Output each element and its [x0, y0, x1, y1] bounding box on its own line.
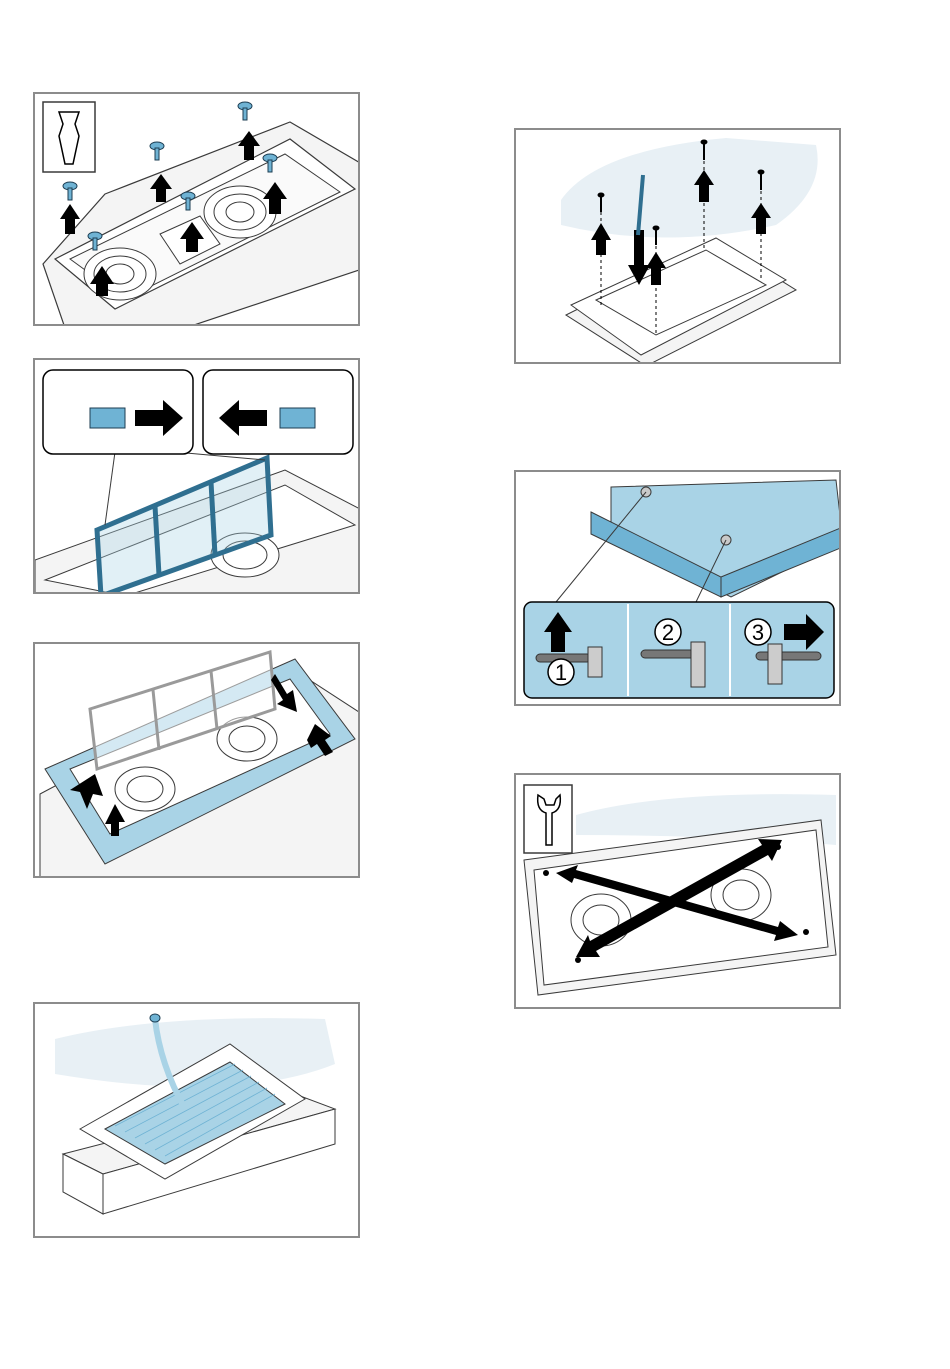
fan-icon	[204, 186, 276, 238]
panel-unscrew-mounting-screws	[514, 128, 841, 364]
panel-release-fasteners: 1 2 3	[514, 470, 841, 706]
panel-disconnect-cable-illustration	[35, 1004, 360, 1238]
panel-remove-screws	[33, 92, 360, 326]
panel-release-filter-clips	[33, 358, 360, 594]
screw-icon	[150, 142, 164, 160]
step-number: 2	[662, 620, 674, 645]
panel-release-fasteners-illustration: 1 2 3	[516, 472, 841, 706]
wrench-icon	[524, 785, 572, 853]
panel-slide-filter-frame	[33, 642, 360, 878]
panel-disconnect-cable	[33, 1002, 360, 1238]
panel-remove-screws-illustration	[35, 94, 360, 326]
step-number: 3	[752, 620, 764, 645]
panel-slide-filter-frame-illustration	[35, 644, 360, 878]
fan-icon	[84, 248, 156, 300]
fan-icon	[115, 767, 175, 811]
screw-icon	[63, 182, 77, 200]
torx-screwdriver-icon	[43, 102, 95, 172]
detail-callout-left	[43, 370, 193, 454]
panel-diagonal-measure	[514, 773, 841, 1009]
detail-callout-right	[203, 370, 353, 454]
panel-release-filter-clips-illustration	[35, 360, 360, 594]
panel-diagonal-measure-illustration	[516, 775, 841, 1009]
screw-icon	[238, 102, 252, 120]
step-number: 1	[555, 660, 567, 685]
panel-unscrew-mounting-screws-illustration	[516, 130, 841, 364]
